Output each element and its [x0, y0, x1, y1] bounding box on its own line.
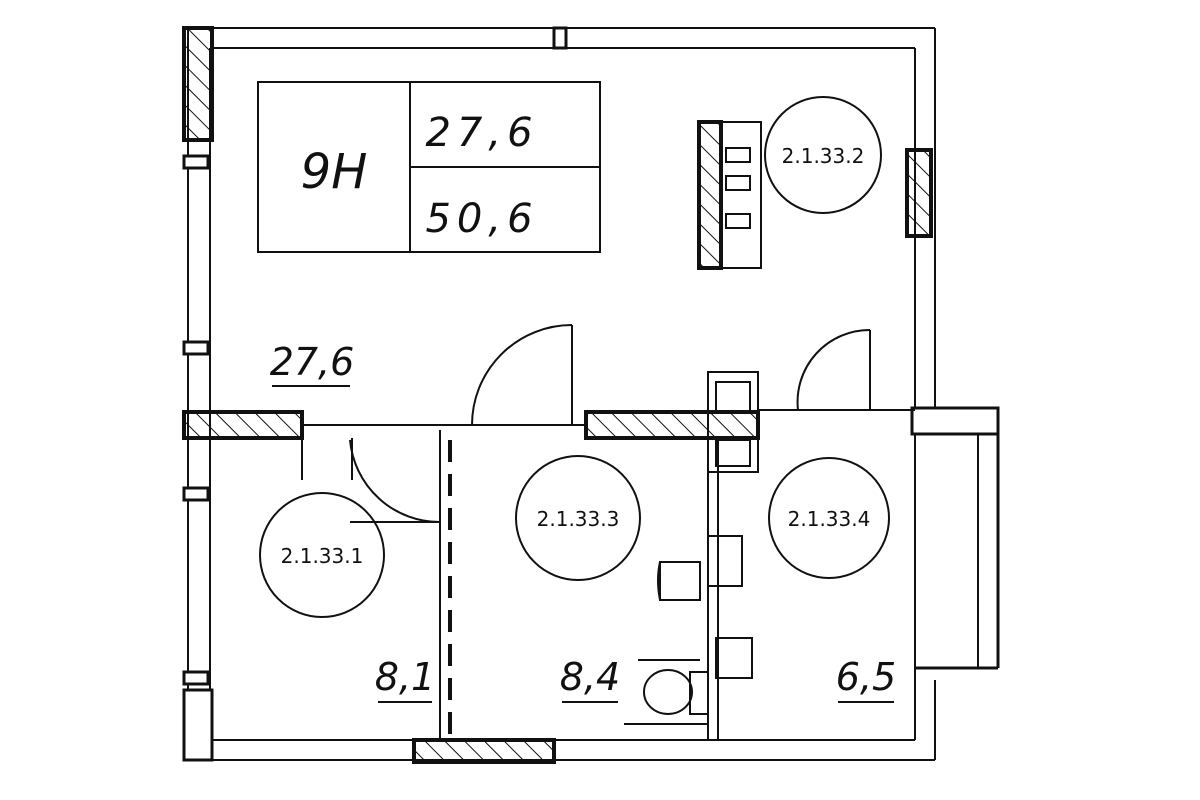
- outer-walls: [187, 27, 936, 761]
- room-circle-2-1-33-2: [764, 96, 882, 214]
- room-id-2-1-33-2: 2.1.33.2: [782, 144, 865, 168]
- room-id-2-1-33-4: 2.1.33.4: [788, 507, 871, 531]
- unit-info-box: 9Н 27,6 50,6: [257, 81, 601, 253]
- unit-area-top: 27,6: [425, 110, 538, 156]
- bathroom-fixtures: [624, 371, 759, 725]
- room-area-2-1-33-1: 8,1: [375, 655, 435, 699]
- room-id-2-1-33-1: 2.1.33.1: [281, 544, 364, 568]
- room-labels: [259, 96, 890, 618]
- room-area-2-1-33-4: 6,5: [836, 655, 896, 699]
- unit-number: 9Н: [301, 144, 368, 200]
- room-area-2-1-33-3: 8,4: [560, 655, 620, 699]
- room-id-texts: 2.1.33.2 2.1.33.3 2.1.33.4 2.1.33.1: [281, 144, 871, 568]
- balcony-walls: [910, 406, 1000, 670]
- room-area-texts: 27,6 8,1 8,4 6,5: [270, 340, 896, 703]
- window-marks: [182, 26, 568, 686]
- room-circle-2-1-33-3: [515, 455, 641, 581]
- room-circle-2-1-33-1: [259, 492, 385, 618]
- room-area-2-1-33-2: 27,6: [270, 340, 355, 384]
- kitchen-fixtures: [720, 121, 762, 269]
- room-id-2-1-33-3: 2.1.33.3: [537, 507, 620, 531]
- door-swings: [301, 324, 871, 524]
- hatched-wall-segments: [182, 26, 933, 764]
- unit-area-bottom: 50,6: [425, 196, 538, 242]
- interior-partitions: [302, 409, 915, 740]
- room-circle-2-1-33-4: [768, 457, 890, 579]
